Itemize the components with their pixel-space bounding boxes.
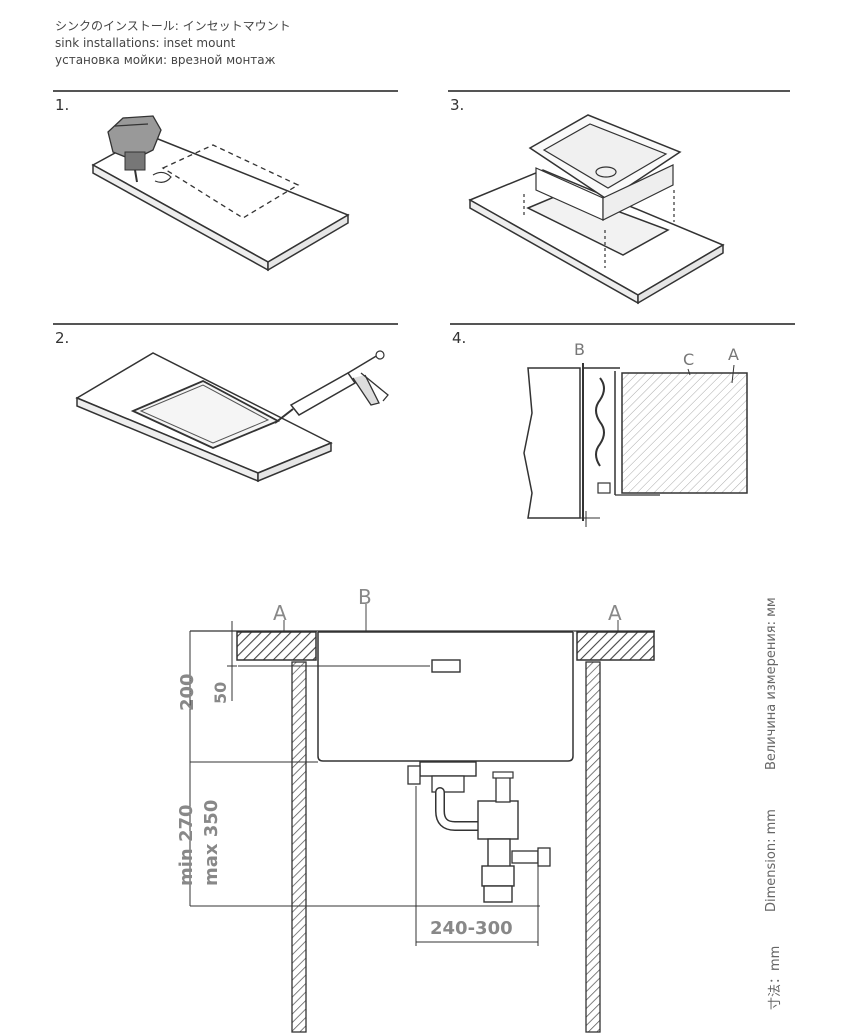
dim-200: 200 — [177, 673, 198, 711]
dim-max-350: max 350 — [201, 800, 222, 886]
title-english: sink installations: inset mount — [55, 36, 236, 50]
step-3-divider — [448, 90, 790, 92]
step-2-number: 2. — [55, 329, 70, 347]
step-4-divider — [450, 323, 795, 325]
title-russian: установка мойки: врезной монтаж — [55, 53, 276, 67]
step-1-illustration — [91, 115, 350, 272]
dimension-diagram: A B A 200 50 min 270 max 350 240-300 — [176, 585, 655, 1033]
dim-50: 50 — [211, 682, 230, 704]
step-4-illustration: B C A — [523, 340, 748, 527]
title-japanese: シンクのインストール: インセットマウント — [55, 19, 291, 33]
label-a-right: A — [608, 601, 622, 625]
label-a-left: A — [273, 601, 287, 625]
step-4-label-a: A — [728, 345, 739, 364]
step-3-illustration — [468, 114, 725, 305]
step-1-divider — [53, 90, 398, 92]
step-3-number: 3. — [450, 96, 465, 114]
step-3-panel: 3. — [448, 90, 790, 310]
step-2-divider — [53, 323, 398, 325]
step-4-label-b: B — [574, 340, 585, 359]
step-2-panel: 2. — [53, 323, 398, 488]
step-4-number: 4. — [452, 329, 467, 347]
step-1-number: 1. — [55, 96, 70, 114]
step-1-panel: 1. — [53, 90, 398, 280]
page-header: シンクのインストール: インセットマウント sink installations… — [55, 18, 291, 69]
dim-min-270: min 270 — [176, 804, 197, 886]
dim-240-300: 240-300 — [430, 918, 513, 939]
step-2-illustration — [75, 350, 389, 483]
step-4-panel: 4. B C A — [450, 323, 795, 538]
step-4-label-c: C — [683, 350, 694, 369]
label-b: B — [358, 585, 372, 609]
side-note-japanese: 寸法：mm — [768, 945, 783, 1010]
side-note-english: Dimension: mm — [764, 809, 779, 912]
side-note-russian: Величина измерения: мм — [764, 597, 779, 770]
